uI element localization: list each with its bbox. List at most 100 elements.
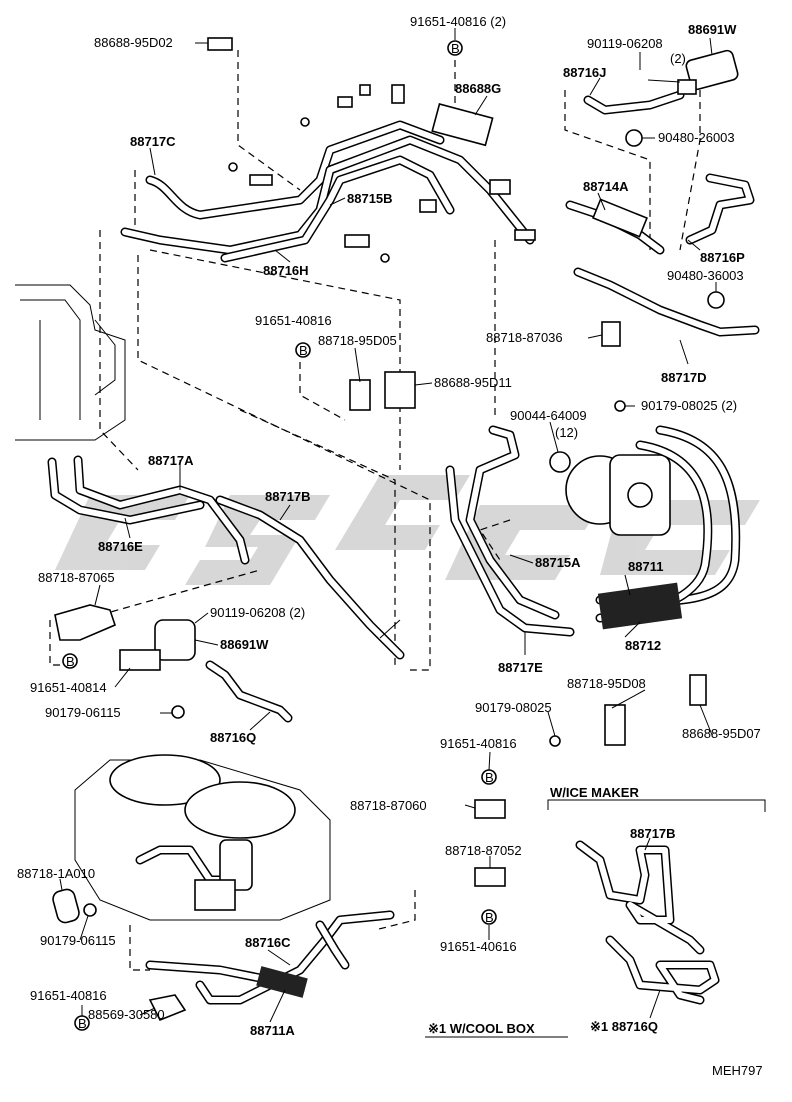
label-90119-06208-2: 90119-06208 (2): [210, 605, 305, 620]
hose-88711A: [145, 960, 308, 998]
label-91651-40816-bot: 91651-40816: [30, 988, 107, 1003]
label-88688-95D02: 88688-95D02: [94, 35, 173, 50]
hose-88711-88712: [595, 425, 741, 630]
bolt-mark-4: B: [481, 769, 497, 785]
svg-text:B: B: [451, 41, 460, 56]
fittings-top: [207, 37, 536, 263]
label-90480-36003: 90480-36003: [667, 268, 744, 283]
label-88715B: 88715B: [347, 191, 393, 206]
pipe-88717D: [573, 267, 760, 337]
label-91651-40816-low: 91651-40816: [440, 736, 517, 751]
label-88688G: 88688G: [455, 81, 501, 96]
label-90179-06115-low: 90179-06115: [40, 933, 116, 948]
label-91651-40816-2: 91651-40816 (2): [410, 14, 506, 29]
pipe-88716Q-left: [205, 660, 293, 723]
label-88718-87036: 88718-87036: [486, 330, 563, 345]
pipe-88715B: [220, 155, 455, 263]
label-88718-95D05: 88718-95D05: [318, 333, 397, 348]
label-88718-87052: 88718-87052: [445, 843, 522, 858]
label-88717A: 88717A: [148, 453, 194, 468]
label-88717D: 88717D: [661, 370, 707, 385]
pipe-88716P: [685, 173, 755, 245]
bolt-mark-6: B: [74, 1015, 90, 1031]
bolt-mark-3: B: [62, 653, 78, 669]
leader-lines: [59, 28, 717, 1023]
ice-maker-box: [547, 799, 766, 1005]
clamps-mid: [349, 371, 626, 473]
label-88717B-left: 88717B: [265, 489, 311, 504]
label-90119-06208-top: 90119-06208: [587, 36, 663, 51]
pipe-88716H: [120, 135, 535, 255]
label-88716H: 88716H: [263, 263, 309, 278]
label-88716Q-ice: ※1 88716Q: [590, 1019, 658, 1034]
label-88718-87060: 88718-87060: [350, 798, 427, 813]
label-90179-06115-top: 90179-06115: [45, 705, 121, 720]
svg-text:B: B: [78, 1016, 87, 1031]
label-88569-30580: 88569-30580: [88, 1007, 165, 1022]
label-88718-95D08: 88718-95D08: [567, 676, 646, 691]
label-88711: 88711: [628, 559, 663, 574]
label-88716Q-left: 88716Q: [210, 730, 256, 745]
pipe-88717C: [145, 120, 445, 220]
label-91651-40616: 91651-40616: [440, 939, 517, 954]
hose-88714A: [565, 198, 665, 255]
label-88717E: 88717E: [498, 660, 543, 675]
bracket-88718-87065: [54, 604, 116, 641]
pipe-88717B: [215, 495, 405, 660]
bolt-mark-2: B: [295, 342, 311, 358]
cooling-unit-sketch: [74, 754, 331, 921]
grommet-90480-36003: [707, 291, 725, 309]
label-90480-26003: 90480-26003: [658, 130, 735, 145]
bolt-mark-1: B: [447, 40, 463, 56]
label-91651-40816-mid: 91651-40816: [255, 313, 332, 328]
pipe-88716E: [47, 457, 205, 525]
grommet-90480-26003: [625, 129, 643, 147]
clip-88718-1A010: [52, 888, 97, 924]
drawing-code: MEH797: [712, 1063, 763, 1078]
part-labels: 88688-95D02 91651-40816 (2) 88691W 90119…: [17, 14, 761, 1038]
bracket-88688-95D02: [207, 37, 233, 51]
receiver-88691W-top: [677, 49, 739, 95]
label-88716C: 88716C: [245, 935, 291, 950]
label-88711A: 88711A: [250, 1023, 295, 1038]
label-88715A: 88715A: [535, 555, 581, 570]
pipe-88715A: [465, 425, 560, 620]
label-91651-40814: 91651-40814: [30, 680, 107, 695]
engine-compartment-sketch: [15, 284, 126, 441]
label-88688-95D07: 88688-95D07: [682, 726, 761, 741]
label-88716J: 88716J: [563, 65, 606, 80]
label-90044-qty: (12): [555, 425, 578, 440]
receiver-88691W-mid: [119, 619, 196, 671]
bracket-88688G: [431, 103, 494, 147]
section-label-ice-maker: W/ICE MAKER: [550, 785, 639, 800]
compressor: [565, 454, 671, 536]
section-label-cool-box: ※1 W/COOL BOX: [428, 1021, 535, 1036]
label-88718-87065: 88718-87065: [38, 570, 115, 585]
pipe-88716C: [195, 910, 395, 1005]
label-90119-qty: (2): [670, 51, 686, 66]
svg-text:B: B: [485, 770, 494, 785]
svg-text:B: B: [485, 910, 494, 925]
bolt-mark-5: B: [481, 909, 497, 925]
label-88691W-mid: 88691W: [220, 637, 269, 652]
label-88716P: 88716P: [700, 250, 745, 265]
pipe-88716J: [583, 90, 685, 115]
label-88688-95D11: 88688-95D11: [434, 375, 512, 390]
label-88717B-ice: 88717B: [630, 826, 676, 841]
label-90179-08025: 90179-08025: [475, 700, 552, 715]
nut-90179-06115: [171, 705, 185, 719]
svg-text:B: B: [299, 343, 308, 358]
bracket-88569-30580: [148, 994, 187, 1022]
label-88691W-top: 88691W: [688, 22, 737, 37]
label-90179-08025-2: 90179-08025 (2): [641, 398, 737, 413]
label-88712: 88712: [625, 638, 661, 653]
dashed-leaders: [49, 50, 701, 971]
clamp-88718-87036: [601, 321, 621, 347]
pipe-88717E: [445, 465, 575, 637]
label-88718-1A010: 88718-1A010: [17, 866, 95, 881]
label-88714A: 88714A: [583, 179, 629, 194]
label-88717C: 88717C: [130, 134, 176, 149]
label-88716E: 88716E: [98, 539, 143, 554]
